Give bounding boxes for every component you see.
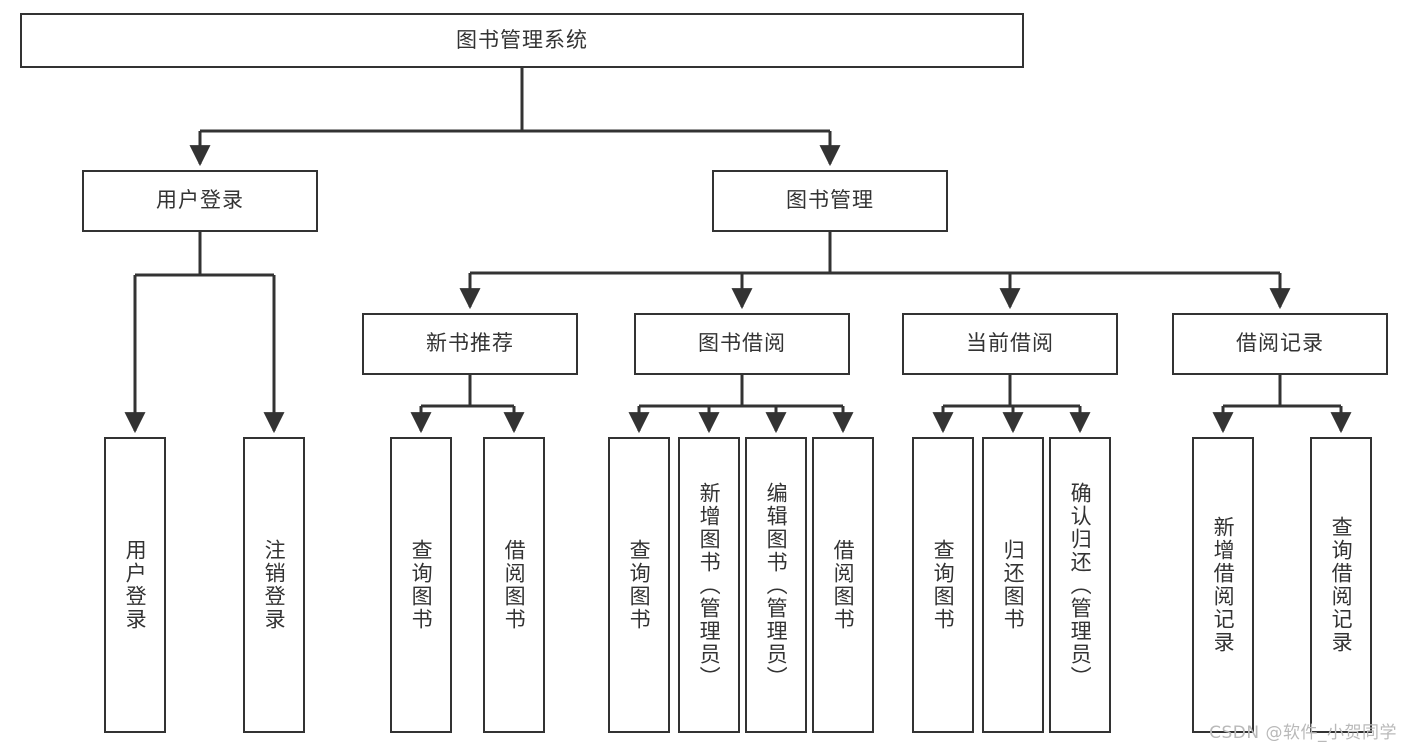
node-borrow-record[interactable]: 借阅记录 bbox=[1172, 313, 1388, 375]
node-root[interactable]: 图书管理系统 bbox=[20, 13, 1024, 68]
node-leaf-query-borrow-record[interactable]: 查询借阅记录 bbox=[1310, 437, 1372, 733]
node-leaf-user-login[interactable]: 用户登录 bbox=[104, 437, 166, 733]
node-leaf-query-book-recommend[interactable]: 查询图书 bbox=[390, 437, 452, 733]
node-user-login-label: 用户登录 bbox=[156, 188, 244, 213]
node-leaf-borrow-book-recommend-label: 借阅图书 bbox=[502, 539, 527, 631]
node-leaf-return-book[interactable]: 归还图书 bbox=[982, 437, 1044, 733]
node-leaf-add-book-admin-label: 新增图书（管理员） bbox=[697, 481, 722, 689]
node-leaf-confirm-return-admin-label: 确认归还（管理员） bbox=[1068, 481, 1093, 689]
node-new-book-recommend-label: 新书推荐 bbox=[426, 331, 514, 356]
node-leaf-borrow-book-label: 借阅图书 bbox=[831, 539, 856, 631]
node-leaf-add-borrow-record[interactable]: 新增借阅记录 bbox=[1192, 437, 1254, 733]
node-root-label: 图书管理系统 bbox=[456, 27, 588, 52]
node-leaf-query-book-borrow-label: 查询图书 bbox=[627, 539, 652, 631]
node-leaf-add-book-admin[interactable]: 新增图书（管理员） bbox=[678, 437, 740, 733]
node-user-login[interactable]: 用户登录 bbox=[82, 170, 318, 232]
node-leaf-query-borrow-record-label: 查询借阅记录 bbox=[1329, 516, 1354, 654]
node-leaf-query-book-current[interactable]: 查询图书 bbox=[912, 437, 974, 733]
node-current-borrow[interactable]: 当前借阅 bbox=[902, 313, 1118, 375]
node-book-management[interactable]: 图书管理 bbox=[712, 170, 948, 232]
node-leaf-user-login-label: 用户登录 bbox=[123, 539, 148, 631]
node-leaf-query-book-borrow[interactable]: 查询图书 bbox=[608, 437, 670, 733]
node-leaf-confirm-return-admin[interactable]: 确认归还（管理员） bbox=[1049, 437, 1111, 733]
node-leaf-return-book-label: 归还图书 bbox=[1001, 539, 1026, 631]
node-leaf-borrow-book[interactable]: 借阅图书 bbox=[812, 437, 874, 733]
node-leaf-logout-label: 注销登录 bbox=[262, 539, 287, 631]
node-leaf-edit-book-admin-label: 编辑图书（管理员） bbox=[764, 481, 789, 689]
node-leaf-query-book-current-label: 查询图书 bbox=[931, 539, 956, 631]
node-leaf-query-book-recommend-label: 查询图书 bbox=[409, 539, 434, 631]
node-leaf-edit-book-admin[interactable]: 编辑图书（管理员） bbox=[745, 437, 807, 733]
node-current-borrow-label: 当前借阅 bbox=[966, 331, 1054, 356]
node-book-management-label: 图书管理 bbox=[786, 188, 874, 213]
node-leaf-logout[interactable]: 注销登录 bbox=[243, 437, 305, 733]
node-book-borrow[interactable]: 图书借阅 bbox=[634, 313, 850, 375]
node-borrow-record-label: 借阅记录 bbox=[1236, 331, 1324, 356]
node-leaf-add-borrow-record-label: 新增借阅记录 bbox=[1211, 516, 1236, 654]
node-leaf-borrow-book-recommend[interactable]: 借阅图书 bbox=[483, 437, 545, 733]
node-book-borrow-label: 图书借阅 bbox=[698, 331, 786, 356]
node-new-book-recommend[interactable]: 新书推荐 bbox=[362, 313, 578, 375]
